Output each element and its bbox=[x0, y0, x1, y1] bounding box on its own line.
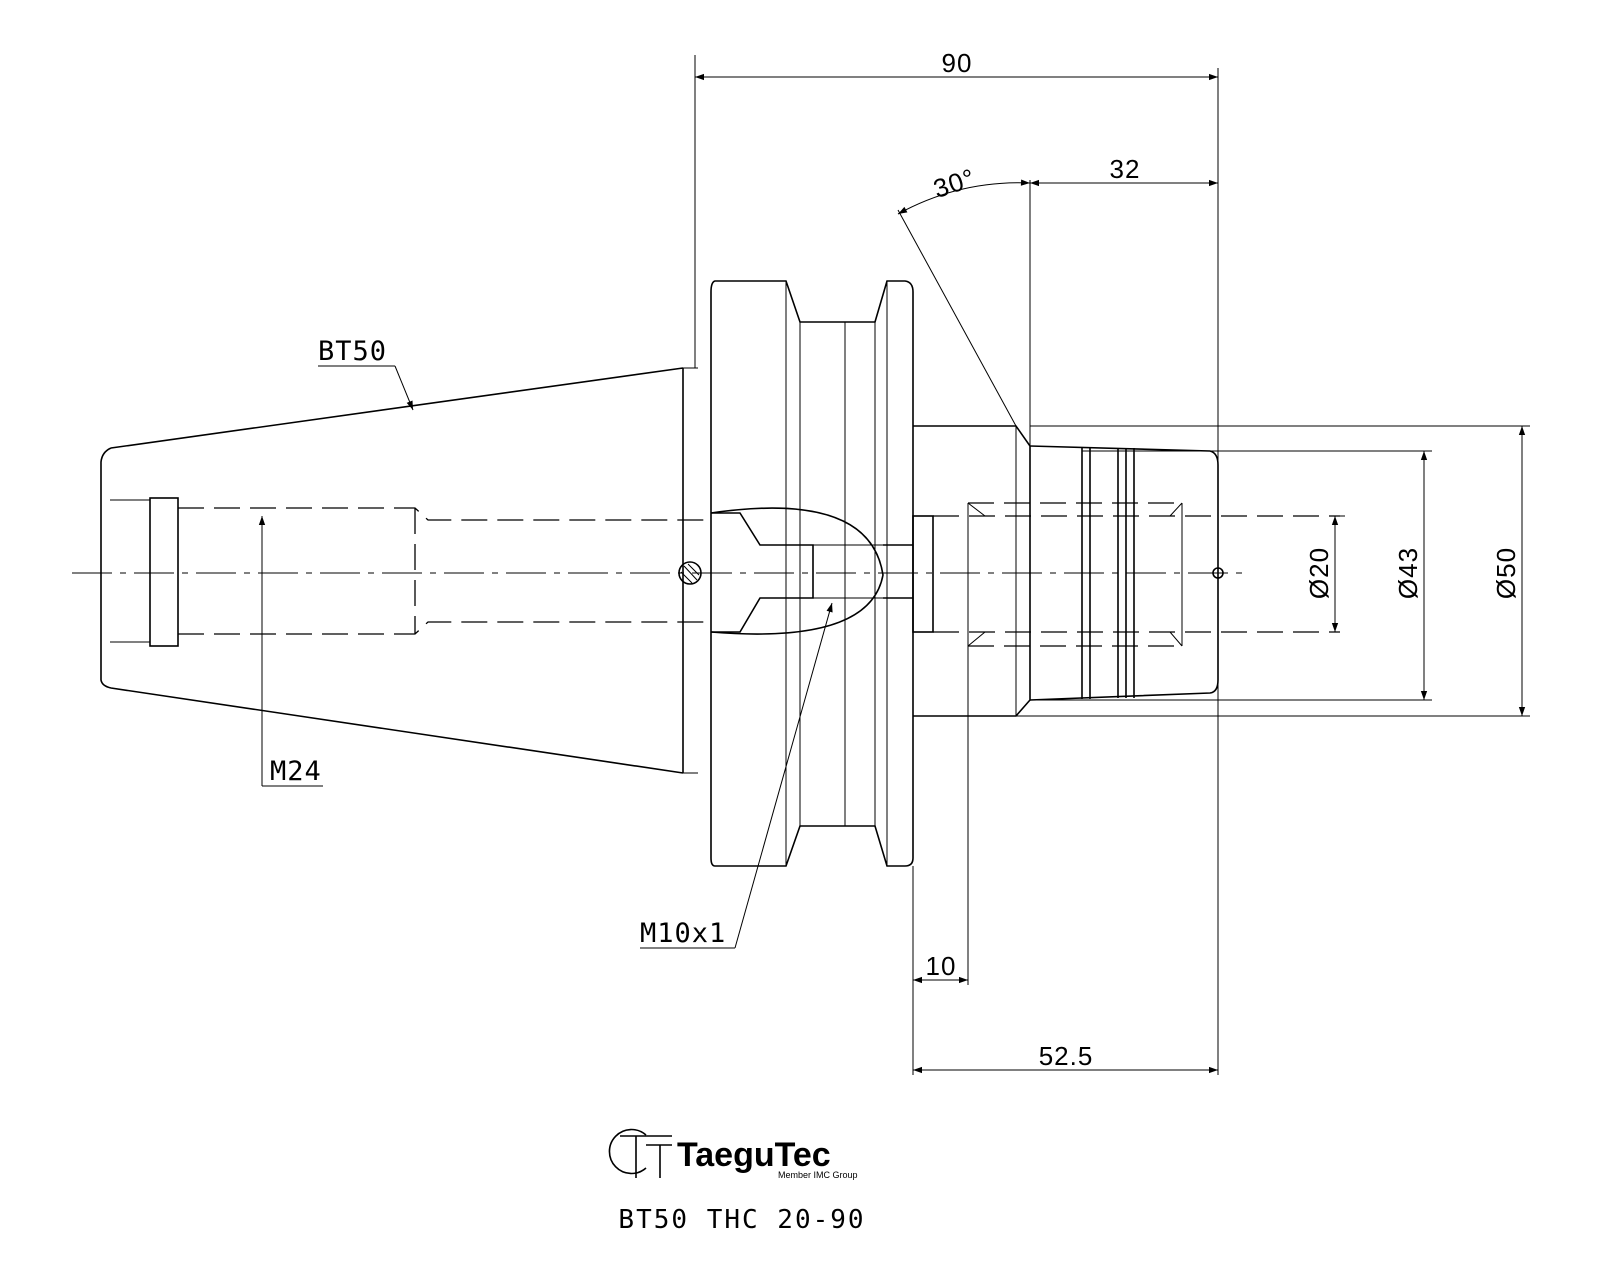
dim-overall-length: 90 bbox=[942, 48, 973, 78]
coolant-thread-label: M10x1 bbox=[640, 918, 726, 949]
taper-shank bbox=[100, 367, 684, 774]
body-cylinder bbox=[913, 425, 1031, 717]
dim-body-length: 32 bbox=[1110, 154, 1141, 184]
dim-flange-offset: 10 bbox=[926, 951, 957, 981]
dim-body-diameter: Ø50 bbox=[1491, 547, 1521, 599]
coolant-passage bbox=[711, 512, 814, 633]
bore-hidden bbox=[933, 502, 1340, 647]
tool-holder-outline bbox=[72, 280, 1340, 867]
logo-mark-icon bbox=[608, 1128, 672, 1178]
dim-chamfer-angle: 30° bbox=[930, 162, 980, 204]
pull-stud-groove bbox=[149, 497, 179, 647]
dimension-lines bbox=[258, 55, 1530, 1075]
taper-label: BT50 bbox=[318, 336, 387, 367]
dim-bore-diameter: Ø20 bbox=[1304, 547, 1334, 599]
logo-brand: TaeguTec bbox=[677, 1136, 831, 1174]
dim-nose-diameter: Ø43 bbox=[1393, 547, 1423, 599]
gauge-mark bbox=[678, 561, 702, 585]
flange bbox=[710, 280, 914, 867]
model-code: BT50 THC 20-90 bbox=[618, 1205, 865, 1235]
retention-thread-label: M24 bbox=[270, 756, 322, 787]
m24-bore-hidden bbox=[178, 507, 711, 635]
dim-gauge-to-nose: 52.5 bbox=[1039, 1041, 1094, 1071]
taegutec-logo: TaeguTec Member IMC Group bbox=[608, 1128, 858, 1180]
logo-tagline: Member IMC Group bbox=[778, 1170, 858, 1180]
stop-screw bbox=[912, 515, 934, 633]
